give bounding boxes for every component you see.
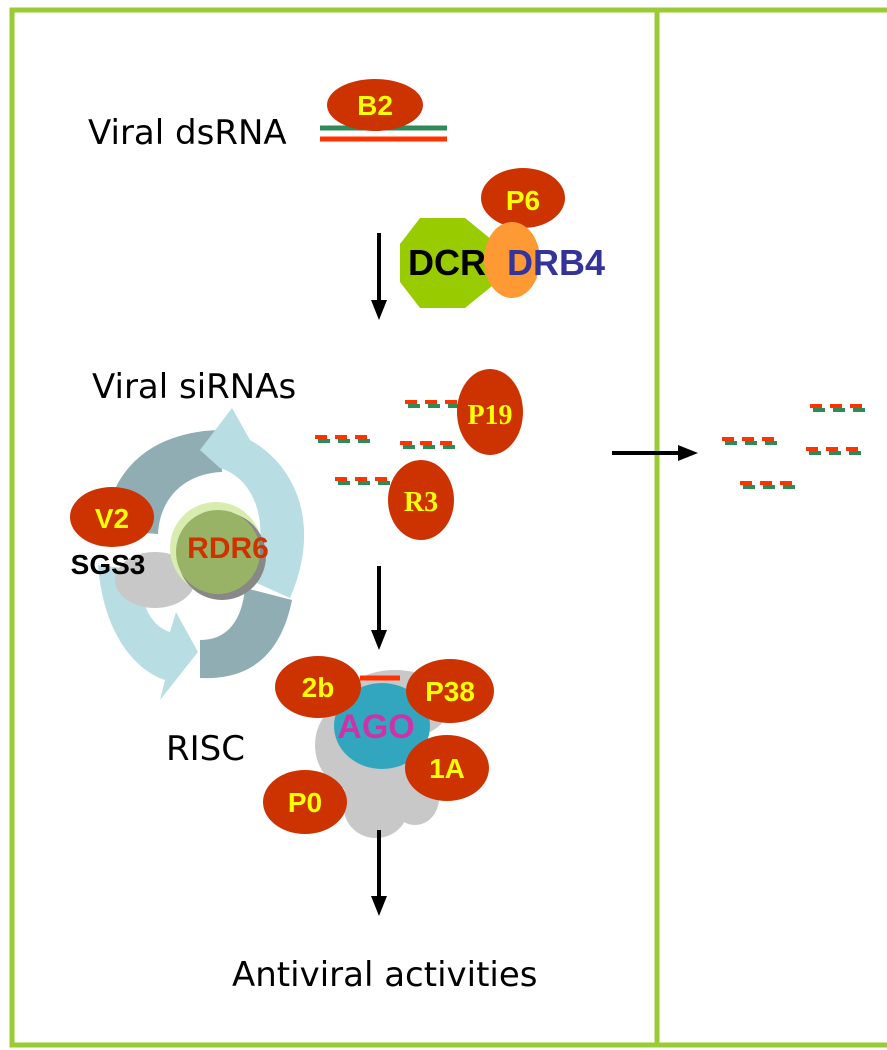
1a-suppressor: 1A bbox=[405, 735, 489, 801]
p6-label: P6 bbox=[506, 185, 540, 216]
cycle-arrow-dark-right bbox=[200, 588, 292, 679]
1a-label: 1A bbox=[429, 753, 465, 784]
ago-protein bbox=[334, 683, 430, 769]
rdr6-protein: RDR6 bbox=[170, 502, 269, 600]
sirna-duplex bbox=[850, 404, 865, 412]
sirna-duplex bbox=[722, 437, 737, 445]
2b-label: 2b bbox=[302, 672, 335, 703]
rdr6-label: RDR6 bbox=[187, 532, 269, 565]
sirna-duplex bbox=[740, 481, 755, 489]
drb4-protein: DRB4 bbox=[484, 222, 605, 298]
arrow-risc-to-antiviral bbox=[371, 830, 387, 916]
r3-suppressor: R3 bbox=[388, 460, 454, 540]
sirna-duplex bbox=[335, 435, 350, 443]
b2-label: B2 bbox=[357, 90, 393, 121]
arrow-dcr-to-sirna bbox=[371, 233, 387, 320]
antiviral-activities-label: Antiviral activities bbox=[232, 955, 538, 995]
risc-label: RISC bbox=[166, 729, 245, 769]
sirna-duplex bbox=[355, 477, 370, 485]
dcr-enzyme: DCR bbox=[400, 218, 497, 308]
dcr-label: DCR bbox=[408, 242, 486, 283]
sirna-duplex bbox=[760, 481, 775, 489]
left-cell-border bbox=[9, 7, 660, 1048]
drb4-label: DRB4 bbox=[507, 242, 605, 283]
2b-suppressor: 2b bbox=[275, 656, 361, 718]
cycle-arrow-light-right bbox=[200, 408, 305, 598]
p19-label: P19 bbox=[467, 400, 512, 431]
sirna-duplex bbox=[315, 435, 330, 443]
sirna-fragments-right bbox=[722, 404, 865, 489]
sirna-duplex bbox=[762, 437, 777, 445]
v2-label: V2 bbox=[95, 503, 129, 534]
sirna-duplex bbox=[445, 400, 460, 408]
r3-label: R3 bbox=[404, 487, 438, 518]
sirna-duplex bbox=[405, 400, 420, 408]
sirna-duplex bbox=[742, 437, 757, 445]
sirna-duplex bbox=[355, 435, 370, 443]
b2-suppressor: B2 bbox=[327, 79, 423, 131]
sirna-duplex bbox=[846, 447, 861, 455]
sirna-duplex bbox=[830, 404, 845, 412]
sirna-duplex bbox=[826, 447, 841, 455]
arrow-sirna-to-risc bbox=[371, 566, 387, 650]
p0-suppressor: P0 bbox=[263, 770, 347, 834]
ago-label: AGO bbox=[337, 708, 414, 746]
sirna-duplex bbox=[375, 477, 390, 485]
sirna-duplex bbox=[440, 441, 455, 449]
p38-suppressor: P38 bbox=[406, 659, 494, 723]
sirna-duplex bbox=[425, 400, 440, 408]
p6-suppressor: P6 bbox=[481, 168, 565, 228]
sirna-duplex bbox=[400, 441, 415, 449]
sirna-duplex bbox=[806, 447, 821, 455]
sgs3-label: SGS3 bbox=[71, 549, 146, 580]
v2-suppressor: V2 bbox=[70, 487, 154, 547]
p38-label: P38 bbox=[425, 676, 475, 707]
sirna-duplex bbox=[420, 441, 435, 449]
cycle-arrow-light-bottom bbox=[98, 565, 198, 700]
p19-suppressor: P19 bbox=[457, 369, 523, 455]
sirna-duplex bbox=[335, 477, 350, 485]
sirna-fragments-left bbox=[315, 400, 460, 485]
sirna-duplex bbox=[810, 404, 825, 412]
viral-dsrna-label: Viral dsRNA bbox=[88, 113, 287, 153]
arrow-cell-to-cell bbox=[612, 445, 698, 461]
cell-borders bbox=[9, 7, 887, 1048]
p0-label: P0 bbox=[288, 787, 322, 818]
sirna-duplex bbox=[780, 481, 795, 489]
viral-sirnas-label: Viral siRNAs bbox=[92, 367, 296, 407]
